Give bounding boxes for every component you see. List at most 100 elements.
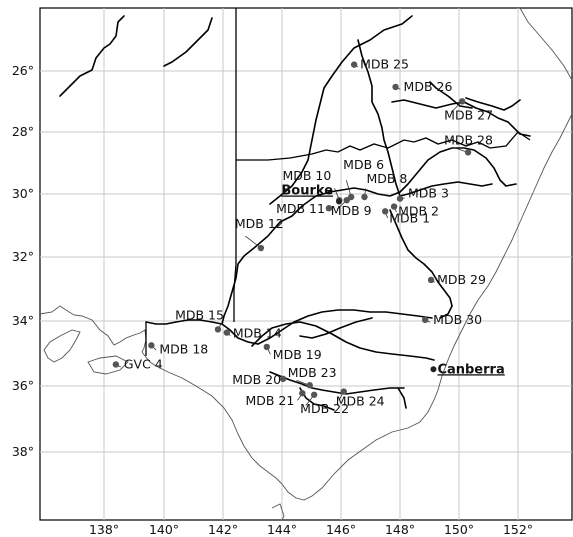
site-label: MDB 23 bbox=[288, 365, 337, 380]
site-marker: MDB 8 bbox=[361, 171, 407, 201]
city-dot bbox=[336, 198, 343, 205]
site-label: MDB 12 bbox=[235, 216, 284, 231]
site-label: MDB 10 bbox=[282, 168, 331, 183]
city-label: Canberra bbox=[437, 362, 504, 377]
lon-tick-label: 144° bbox=[267, 522, 297, 537]
lat-tick-label: 30° bbox=[12, 186, 34, 201]
site-leader-line bbox=[245, 235, 262, 249]
site-dot bbox=[427, 276, 435, 284]
site-dot bbox=[392, 83, 399, 91]
site-label: MDB 15 bbox=[175, 307, 224, 322]
site-dot bbox=[310, 391, 318, 398]
site-label: MDB 8 bbox=[366, 171, 407, 186]
site-dot bbox=[464, 149, 472, 156]
site-label: MDB 26 bbox=[404, 79, 453, 94]
site-dot bbox=[279, 375, 287, 383]
site-label: MDB 29 bbox=[437, 272, 486, 287]
city-label: Bourke bbox=[281, 183, 333, 198]
lat-tick-label: 32° bbox=[12, 249, 34, 264]
city-marker: Bourke bbox=[281, 183, 343, 205]
site-label: MDB 24 bbox=[336, 394, 385, 409]
site-label: MDB 21 bbox=[245, 393, 294, 408]
site-label: MDB 11 bbox=[276, 201, 325, 216]
site-dot bbox=[112, 361, 120, 368]
site-dot bbox=[421, 316, 429, 324]
site-dot bbox=[148, 342, 155, 349]
site-label: MDB 25 bbox=[360, 57, 409, 72]
site-dot bbox=[299, 389, 306, 397]
site-label: MDB 1 bbox=[389, 210, 430, 225]
state-borders bbox=[145, 8, 531, 356]
lon-tick-label: 150° bbox=[444, 522, 474, 537]
site-label: MDB 9 bbox=[331, 203, 372, 218]
coastline bbox=[39, 7, 573, 521]
rivers bbox=[59, 15, 531, 411]
site-dot bbox=[458, 98, 466, 105]
site-marker: MDB 15 bbox=[175, 307, 224, 333]
site-dot bbox=[390, 203, 398, 210]
site-marker: MDB 1 bbox=[382, 208, 430, 225]
site-dot bbox=[214, 326, 222, 333]
site-label: MDB 19 bbox=[273, 347, 322, 362]
site-marker: MDB 19 bbox=[263, 343, 322, 362]
site-marker: MDB 9 bbox=[331, 196, 372, 218]
site-label: MDB 20 bbox=[232, 372, 281, 387]
site-marker: MDB 21 bbox=[245, 389, 306, 408]
site-marker: MDB 23 bbox=[288, 365, 337, 389]
site-marker: MDB 24 bbox=[336, 388, 385, 409]
lon-tick-label: 148° bbox=[385, 522, 415, 537]
site-marker: MDB 26 bbox=[392, 79, 452, 94]
site-dot bbox=[350, 61, 358, 68]
lon-tick-label: 142° bbox=[208, 522, 238, 537]
site-label: MDB 3 bbox=[408, 186, 449, 201]
site-marker: MDB 25 bbox=[350, 57, 409, 72]
site-dot bbox=[340, 388, 347, 395]
lon-tick-labels: 138° 140° 142° 144° 146° 148° 150° 152° bbox=[89, 522, 533, 537]
site-marker: MDB 6 bbox=[343, 157, 384, 201]
site-label: MDB 30 bbox=[433, 312, 482, 327]
site-marker: MDB 3 bbox=[396, 186, 449, 202]
site-dot bbox=[382, 208, 389, 215]
site-label: MDB 18 bbox=[159, 341, 208, 356]
site-marker: MDB 18 bbox=[148, 341, 208, 356]
site-dot bbox=[343, 196, 350, 204]
site-dot bbox=[306, 382, 313, 389]
site-marker: MDB 28 bbox=[444, 132, 493, 156]
lon-tick-label: 146° bbox=[326, 522, 356, 537]
site-label: GVC 4 bbox=[124, 356, 163, 371]
site-marker: MDB 29 bbox=[427, 272, 486, 287]
lon-tick-label: 152° bbox=[503, 522, 533, 537]
lat-tick-label: 36° bbox=[12, 378, 34, 393]
site-label: MDB 14 bbox=[233, 326, 282, 341]
lat-tick-label: 34° bbox=[12, 313, 34, 328]
site-marker: GVC 4 bbox=[112, 356, 163, 371]
lat-tick-label: 28° bbox=[12, 124, 34, 139]
site-label: MDB 6 bbox=[343, 157, 384, 172]
site-dot bbox=[347, 193, 355, 201]
site-dot bbox=[361, 193, 368, 201]
lon-tick-label: 140° bbox=[149, 522, 179, 537]
site-dot bbox=[396, 195, 404, 202]
lat-tick-label: 38° bbox=[12, 444, 34, 459]
lat-tick-label: 26° bbox=[12, 63, 34, 78]
site-marker: MDB 2 bbox=[390, 203, 439, 219]
site-label: MDB 22 bbox=[300, 401, 349, 416]
site-dot bbox=[325, 204, 333, 212]
site-label: MDB 28 bbox=[444, 132, 493, 147]
site-marker: MDB 14 bbox=[223, 326, 282, 341]
map-frame bbox=[39, 7, 573, 521]
site-marker: MDB 12 bbox=[235, 216, 284, 252]
site-marker: MDB 20 bbox=[232, 372, 287, 387]
site-marker: MDB 22 bbox=[300, 391, 349, 416]
site-marker: MDB 11 bbox=[276, 201, 333, 216]
site-marker: MDB 30 bbox=[421, 312, 482, 327]
lon-tick-label: 138° bbox=[89, 522, 119, 537]
city-marker: Canberra bbox=[430, 362, 505, 377]
site-dot bbox=[263, 343, 270, 351]
site-label: MDB 2 bbox=[398, 204, 439, 219]
city-dot bbox=[430, 366, 437, 373]
lat-tick-labels: 26° 28° 30° 32° 34° 36° 38° bbox=[12, 63, 34, 459]
